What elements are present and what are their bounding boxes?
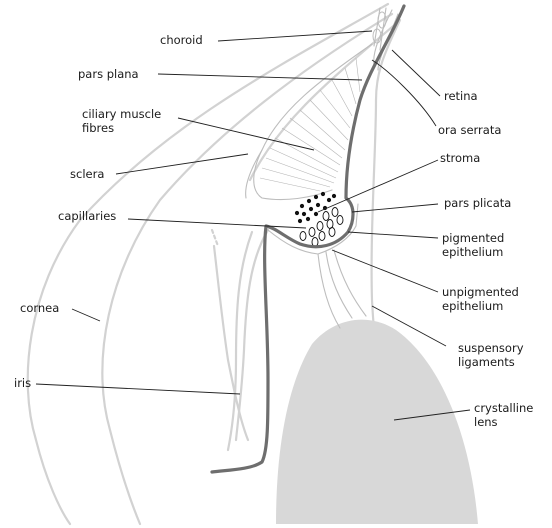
label-retina: retina <box>444 89 478 103</box>
suspensory-ligaments <box>318 250 366 328</box>
label-ora-serrata: ora serrata <box>438 123 501 137</box>
label-ciliary-muscle-line1: ciliary muscle <box>82 107 161 121</box>
label-pars-plicata: pars plicata <box>444 196 511 210</box>
label-stroma: stroma <box>440 151 480 165</box>
label-unpigmented-line2: epithelium <box>442 299 503 313</box>
label-lens-line2: lens <box>474 415 498 429</box>
label-sclera: sclera <box>70 167 104 181</box>
crystalline-lens <box>276 320 478 524</box>
iris-outline <box>212 230 268 450</box>
label-ciliary-muscle-line2: fibres <box>82 121 114 135</box>
label-pars-plana: pars plana <box>78 67 139 81</box>
label-pigmented-line2: epithelium <box>442 245 503 259</box>
label-suspensory-line2: ligaments <box>458 355 515 369</box>
label-iris: iris <box>14 376 31 390</box>
stroma-dots <box>295 192 336 223</box>
label-suspensory-line1: suspensory <box>458 341 524 355</box>
label-unpigmented-line1: unpigmented <box>442 285 519 299</box>
label-pigmented-line1: pigmented <box>442 231 504 245</box>
label-choroid: choroid <box>160 33 203 47</box>
label-cornea: cornea <box>20 301 59 315</box>
label-capillaries: capillaries <box>58 209 116 223</box>
label-lens-line1: crystalline <box>474 401 533 415</box>
